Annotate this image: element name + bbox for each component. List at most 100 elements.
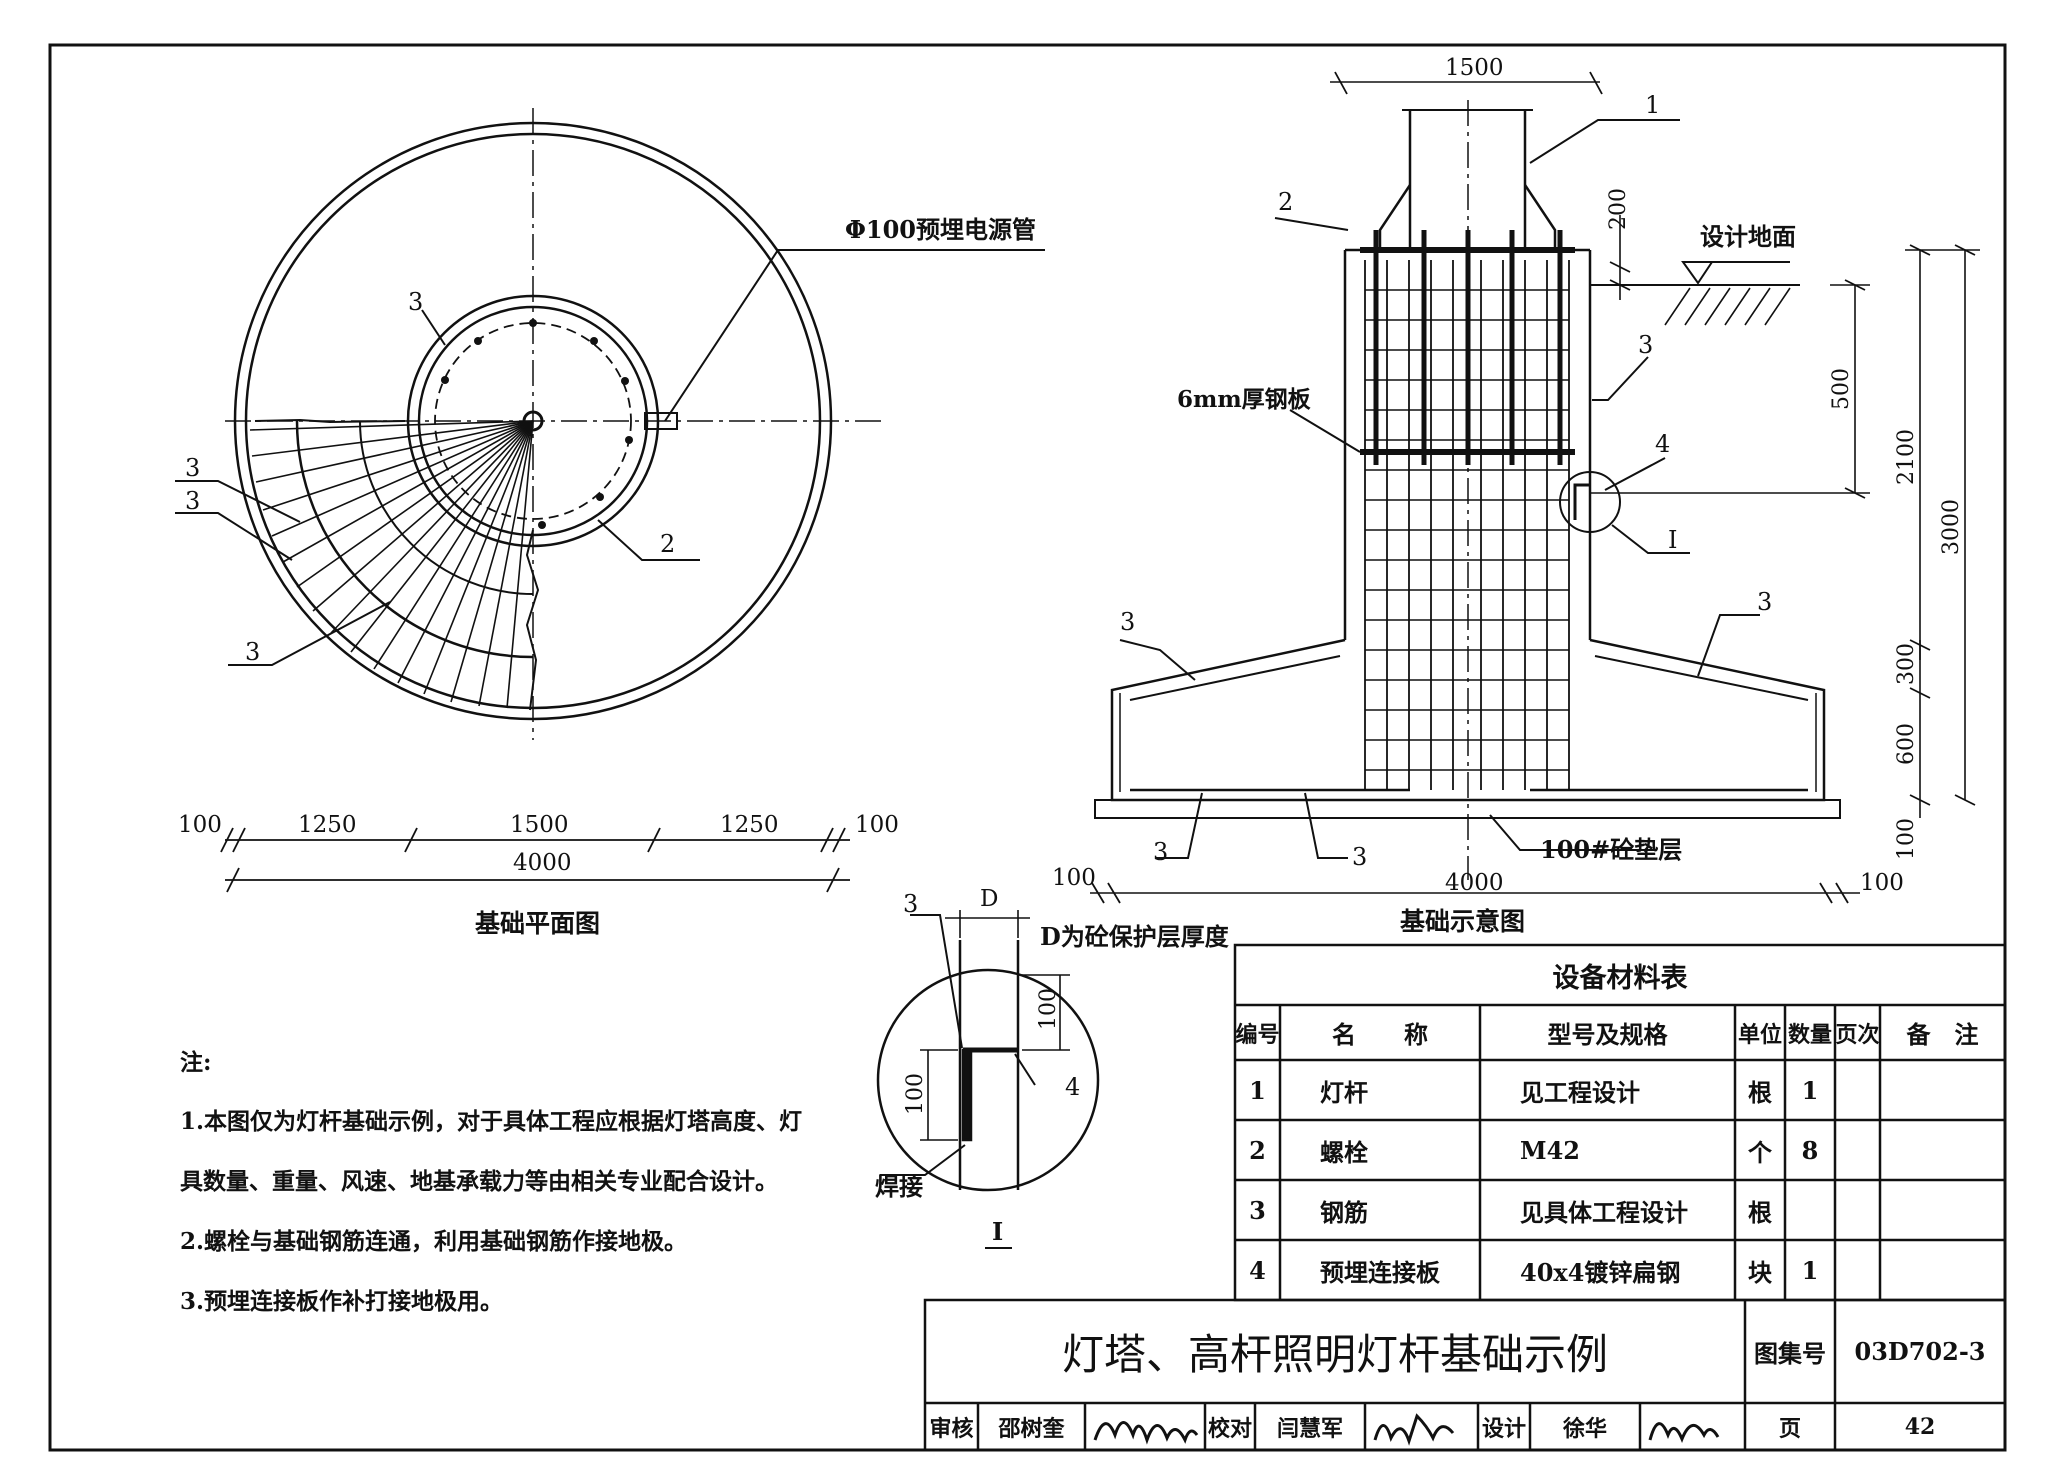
section-callout-3bm: 3 [1352,843,1367,871]
section-dim-4000: 4000 [1445,870,1504,896]
section-dim-1500: 1500 [1445,55,1504,81]
section-view-title: 基础示意图 [1400,907,1525,936]
section-detail-circle [1559,471,1621,533]
section-leader-pad [1489,814,1655,851]
detail-leader-4 [1014,1053,1036,1086]
detail-weld-label: 焊接 [875,1172,923,1201]
table-row-4-name: 预埋连接板 [1320,1257,1440,1287]
table-title: 设备材料表 [1552,962,1688,994]
plan-callout-3b: 3 [185,454,200,482]
detail-d-note: D为砼保护层厚度 [1040,922,1230,951]
table-row-1-qty: 1 [1801,1075,1819,1105]
plan-break-left [254,418,406,424]
table-grid [923,943,2007,1452]
plan-dim-1250-left: 1250 [298,812,357,838]
plan-view-title: 基础平面图 [475,909,600,938]
plan-dimension-lines [220,827,850,893]
plan-radial-rebars [249,420,534,709]
section-anchor-bolts [1373,230,1563,465]
table-row-4-no: 4 [1249,1255,1266,1285]
plan-leader-3c [175,512,293,561]
section-view [1090,71,1980,904]
section-vdim-3000: 3000 [1939,499,1964,555]
section-leader-2 [1274,217,1349,231]
detail-dim-100-right: 100 [1036,988,1061,1030]
checker-label: 校对 [1207,1415,1252,1442]
ground-marker [1681,261,1714,285]
detail-d-label: D [980,886,998,912]
section-leader-3bm [1304,792,1348,859]
plan-dim-1250-right: 1250 [720,812,779,838]
table-row-3-unit: 根 [1748,1197,1772,1227]
designer-label: 设计 [1481,1415,1526,1442]
plan-conduit-leader [664,249,1045,422]
section-callout-4: 4 [1655,430,1670,458]
table-row-3-spec: 见具体工程设计 [1520,1197,1688,1227]
plan-conduit-stub [644,412,678,430]
table-row-2-spec: M42 [1520,1135,1580,1165]
detail-callout-3: 3 [903,890,918,918]
table-row-1-no: 1 [1249,1075,1266,1105]
table-header-name: 名 称 [1332,1020,1428,1049]
table-row-4-unit: 块 [1748,1257,1772,1287]
detail-callout-4: 4 [1065,1073,1080,1101]
table-row-1-spec: 见工程设计 [1520,1077,1640,1107]
table-row-3-no: 3 [1249,1195,1266,1225]
notes-heading: 注: [180,1049,212,1076]
plan-dim-100-left: 100 [178,812,222,838]
plan-leader-2 [597,519,700,561]
detail-title: I [992,1217,1003,1246]
ground-hatch [1664,287,1791,326]
page-label: 页 [1778,1415,1801,1442]
section-callout-1: 1 [1645,91,1660,119]
detail-view [876,910,1100,1249]
plan-conduit-label: Φ100预埋电源管 [845,215,1036,244]
section-ground-label: 设计地面 [1700,222,1796,251]
section-callout-3r: 3 [1638,331,1653,359]
note-line-1: 1.本图仅为灯杆基础示例，对于具体工程应根据灯塔高度、灯 [180,1108,803,1135]
table-row-2-qty: 8 [1801,1135,1819,1165]
plan-bolts [441,319,633,529]
section-concrete-pad [1094,799,1841,819]
table-row-2-unit: 个 [1748,1137,1772,1167]
table-header-unit: 单位 [1737,1021,1782,1048]
detail-leader-weld [880,1144,966,1176]
detail-flat-steel [961,1048,973,1142]
section-callout-3mr: 3 [1757,588,1772,616]
table-row-4-spec: 40x4镀锌扁钢 [1520,1257,1681,1287]
plan-leader-3a [421,309,446,346]
plan-leader-3d [228,601,391,666]
note-line-3: 2.螺栓与基础钢筋连通，利用基础钢筋作接地极。 [180,1228,688,1255]
section-leader-3bl [1155,792,1203,859]
table-row-4-qty: 1 [1801,1255,1819,1285]
plan-dim-4000: 4000 [513,850,572,876]
table-row-2-no: 2 [1249,1135,1266,1165]
table-row-3-name: 钢筋 [1320,1197,1368,1227]
section-leader-3ml [1119,639,1196,681]
section-vdim-100: 100 [1894,818,1919,860]
table-header-spec: 型号及规格 [1547,1020,1668,1049]
page-number: 42 [1904,1413,1936,1440]
section-callout-2: 2 [1278,188,1293,216]
note-line-4: 3.预埋连接板作补打接地极用。 [180,1288,504,1315]
plan-dim-1500: 1500 [510,812,569,838]
section-dim-100-left: 100 [1052,865,1096,891]
plan-break-bottom [525,529,540,711]
table-header-page: 页次 [1835,1021,1880,1048]
section-leader-I [1611,524,1690,554]
detail-circle [876,968,1100,1192]
plan-callout-3c: 3 [185,487,200,515]
atlas-number: 03D702-3 [1854,1337,1986,1366]
table-header-remark: 备 注 [1906,1020,1979,1049]
section-vdim-300: 300 [1894,643,1919,685]
section-callout-3ml: 3 [1120,608,1135,636]
reviewer-name: 邵树奎 [998,1415,1065,1442]
plan-callout-3d: 3 [245,638,260,666]
drawing-title: 灯塔、高杆照明灯杆基础示例 [1061,1330,1608,1379]
table-row-2-name: 螺栓 [1320,1137,1368,1167]
section-vdim-2100: 2100 [1894,429,1919,485]
table-header-qty: 数量 [1787,1021,1832,1048]
plan-rebar-ring-1 [295,420,534,659]
table-header-no: 编号 [1235,1021,1280,1048]
